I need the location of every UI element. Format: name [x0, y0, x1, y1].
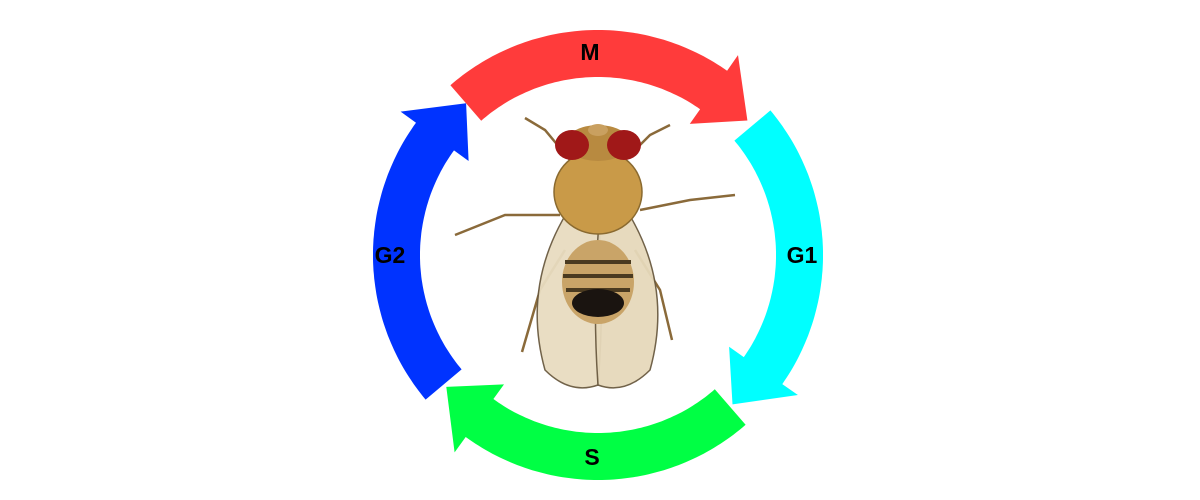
- phase-label-g1: G1: [787, 242, 818, 268]
- phase-arrows: [373, 30, 823, 480]
- phase-arrow-g1: [729, 110, 823, 405]
- phase-arrow-g2: [373, 103, 469, 400]
- fruit-fly-image: [454, 116, 736, 389]
- phase-arrow-s: [446, 384, 746, 480]
- phase-arrow-m: [450, 30, 748, 124]
- phase-label-m: M: [580, 39, 599, 65]
- phase-label-g2: G2: [375, 242, 406, 268]
- phase-label-s: S: [584, 444, 599, 470]
